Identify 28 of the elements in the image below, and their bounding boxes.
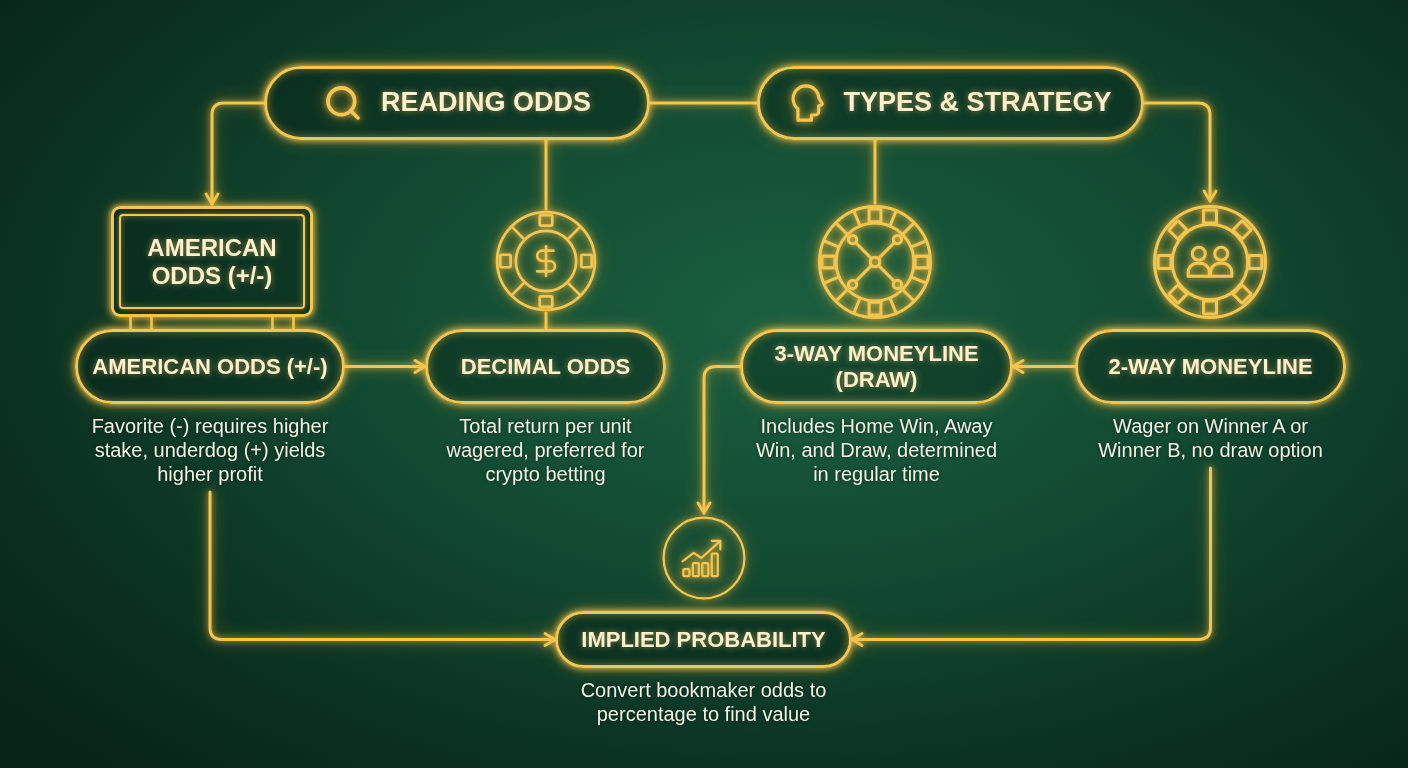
pill-title: IMPLIED PROBABILITY [581, 626, 826, 653]
people-chip-icon [1151, 203, 1269, 321]
connector-line [544, 138, 548, 211]
connector-line [873, 138, 877, 205]
node-description: Favorite (-) requires higher stake, underdog (+) yields higher profit [90, 414, 330, 486]
screen-title: AMERICAN ODDS (+/-) [146, 233, 278, 290]
connector-line [544, 311, 548, 331]
pill-title: 2-WAY MONEYLINE [1108, 353, 1313, 380]
arrow [208, 490, 557, 647]
dollar-chip-icon [494, 209, 598, 313]
pill-title: AMERICAN ODDS (+/-) [92, 353, 328, 380]
growth-chart-icon [661, 515, 747, 601]
arrow [204, 101, 266, 206]
arrow [850, 466, 1212, 647]
connector-line [648, 101, 759, 105]
pill-title: TYPES & STRATEGY [843, 87, 1112, 119]
roulette-wheel-icon [816, 203, 934, 321]
node-description: Wager on Winner A or Winner B, no draw option [1097, 414, 1324, 462]
pill-title: DECIMAL ODDS [460, 353, 631, 380]
arrow [343, 359, 427, 374]
node-description: Total return per unit wagered, preferred for crypto betting [445, 414, 646, 486]
pill-title: 3-WAY MONEYLINE (DRAW) [773, 341, 980, 392]
node-description: Includes Home Win, Away Win, and Draw, determined in regular time [754, 414, 999, 486]
pill-title: READING ODDS [381, 87, 591, 119]
node-description: Convert bookmaker odds to percentage to find value [579, 678, 828, 726]
arrow [1142, 101, 1218, 203]
arrow [696, 365, 742, 515]
arrow [1011, 359, 1077, 374]
